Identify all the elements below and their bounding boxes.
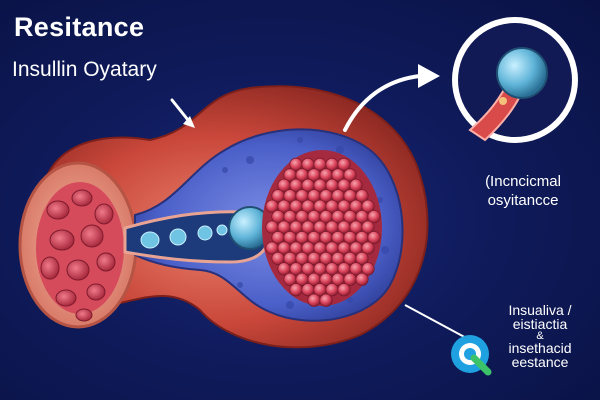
inset-callout-label: (Incncicmal osyitancce [468, 172, 578, 210]
pointer-head-icon [183, 116, 195, 128]
arrow-curved-icon [343, 74, 422, 132]
cluster-cell [367, 230, 381, 245]
stack-separator: & [536, 330, 544, 342]
cluster-cell [289, 283, 303, 297]
cluster-cell [361, 241, 375, 255]
vesicles [140, 224, 228, 249]
diagram-subtitle: Insullin Oyatary [12, 58, 157, 81]
cluster-cell [337, 283, 351, 297]
cluster-cell [367, 210, 381, 224]
stack-line-3: insethacid [508, 340, 572, 356]
callout-line-2: osyitancce [487, 192, 559, 209]
cluster-cell [307, 293, 321, 307]
cluster-cell [355, 272, 369, 286]
watermark-logo-icon [451, 335, 492, 376]
cluster-cell [361, 199, 375, 213]
callout-line-1: (Incncicmal [485, 173, 561, 190]
cluster-cell [349, 178, 363, 192]
stack-line-4: eestance [511, 354, 569, 370]
cluster-cell [361, 262, 375, 276]
cluster-cell [319, 293, 333, 307]
stack-line-2: eistiactia [512, 316, 568, 332]
leader-line-icon [404, 304, 471, 341]
red-blood-cells [40, 189, 116, 322]
cluster-cell [355, 251, 369, 265]
cluster-cell [337, 157, 351, 171]
arrow-head-icon [418, 64, 440, 88]
pointer-line-icon [170, 98, 190, 122]
cluster-cell [355, 189, 369, 203]
cell-cluster [262, 150, 382, 307]
chamber-speckles [222, 137, 389, 309]
stack-line-1: Insualiva / [508, 302, 572, 318]
stacked-label: Insualiva / eistiactia & insethacid eest… [490, 303, 590, 369]
diagram-title: Resitance [14, 12, 145, 42]
cluster-cell [343, 168, 357, 182]
magnified-inset [452, 17, 578, 143]
cluster-cell [361, 220, 375, 234]
